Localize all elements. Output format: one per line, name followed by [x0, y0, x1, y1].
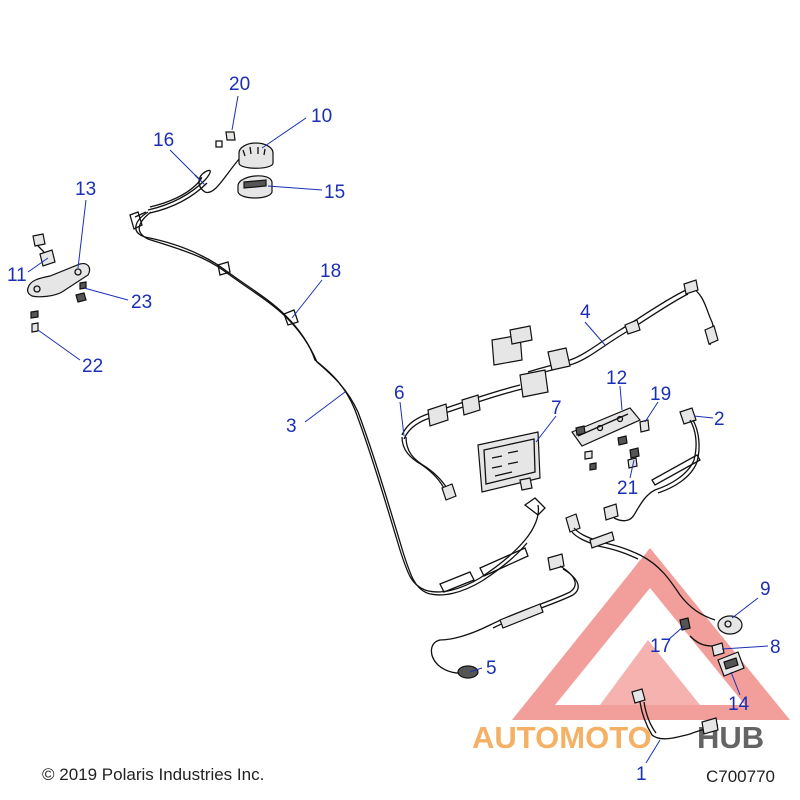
callout-11: 11	[7, 265, 27, 286]
callout-21: 21	[617, 478, 638, 499]
callout-15: 15	[324, 182, 345, 203]
callout-18: 18	[320, 261, 341, 282]
callout-9: 9	[760, 579, 771, 600]
part-5-lower-harness	[430, 553, 579, 679]
part-1-lower-wire	[631, 688, 719, 740]
part-23-nut	[75, 281, 87, 303]
part-20-screw	[215, 131, 236, 148]
callout-10: 10	[311, 106, 332, 127]
callout-23: 23	[131, 292, 152, 313]
callout-22: 22	[82, 356, 103, 377]
part-3-main-harness	[129, 174, 546, 596]
part-14-switch	[717, 651, 745, 677]
watermark-text-auto: AUTOMOTO	[472, 720, 652, 755]
part-9-harness	[565, 513, 743, 635]
callout-17: 17	[650, 636, 671, 657]
callout-1: 1	[636, 764, 647, 785]
watermark-logo	[512, 548, 790, 720]
callout-7: 7	[551, 398, 562, 419]
callout-19: 19	[650, 384, 671, 405]
leader-lines	[27, 95, 769, 764]
callout-4: 4	[580, 302, 591, 323]
callout-8: 8	[770, 637, 781, 658]
part-11-clip	[32, 233, 56, 267]
callout-13: 13	[75, 179, 96, 200]
part-16-wire-loop	[147, 157, 241, 214]
callout-3: 3	[286, 416, 297, 437]
callout-14: 14	[728, 694, 750, 715]
callout-12: 12	[606, 368, 627, 389]
part-15-base	[237, 175, 273, 199]
part-12-bracket	[571, 407, 641, 471]
part-10-cap	[238, 142, 274, 169]
part-19-screw	[617, 419, 650, 446]
part-8-plug	[711, 642, 725, 657]
part-21-nut	[627, 447, 640, 469]
part-13-bracket	[27, 263, 91, 298]
callout-6: 6	[394, 383, 405, 404]
callout-5: 5	[486, 658, 497, 679]
part-22-screw	[30, 310, 39, 333]
drawing-code: C700770	[706, 767, 775, 786]
callout-2: 2	[714, 409, 725, 430]
part-6-branch	[401, 436, 457, 501]
part-4-wire-harness	[401, 279, 719, 440]
callout-16: 16	[153, 130, 174, 151]
part-2-sensor-lead	[603, 407, 701, 522]
part-7-module	[477, 431, 541, 493]
callout-20: 20	[229, 74, 250, 95]
copyright-text: © 2019 Polaris Industries Inc.	[42, 765, 264, 784]
